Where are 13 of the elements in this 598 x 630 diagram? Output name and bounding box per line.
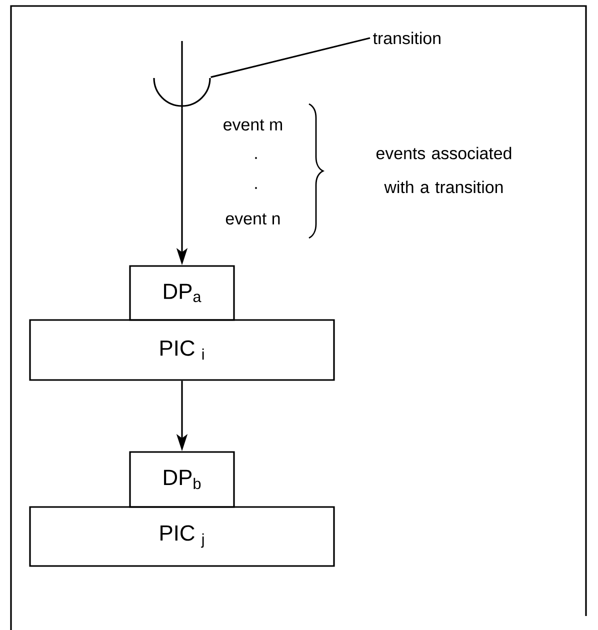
process-box: DP$_{a}$ xyxy=(129,265,235,321)
transition-arc xyxy=(153,78,211,107)
event-label: event n xyxy=(226,213,280,225)
process-box: PIC $_{i}$ xyxy=(29,319,335,381)
leader-text: transition xyxy=(373,32,440,44)
leader-line xyxy=(181,41,183,109)
process-box: DP$_{b}$ xyxy=(129,451,235,508)
event-label: event m xyxy=(224,119,282,131)
note-text: events associated with a transition xyxy=(376,146,512,194)
leader-line xyxy=(210,37,370,78)
process-box: PIC $_{j}$ xyxy=(29,506,335,567)
dot: . xyxy=(255,157,257,159)
dot: . xyxy=(255,187,257,189)
